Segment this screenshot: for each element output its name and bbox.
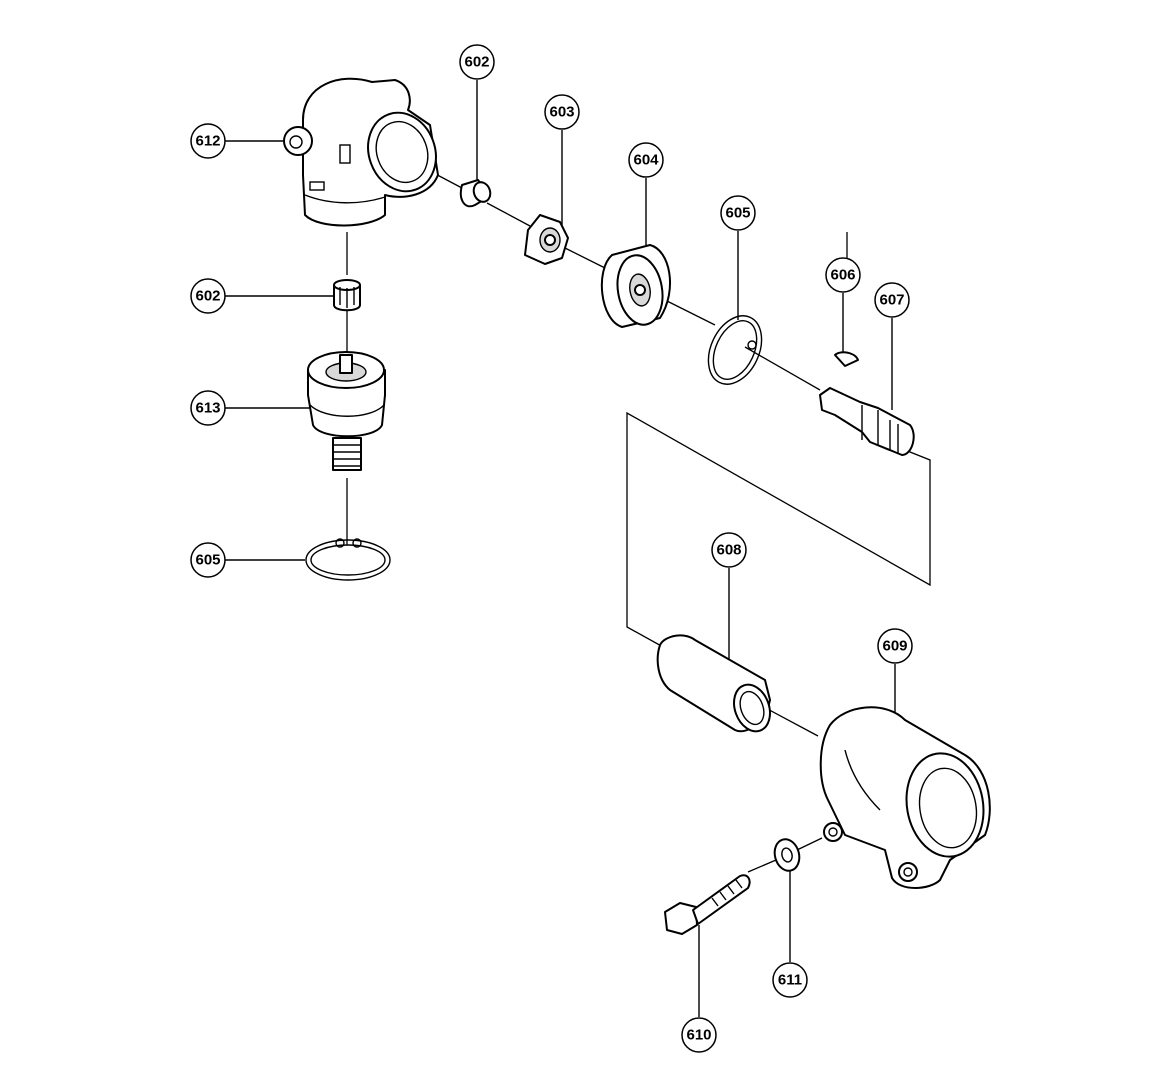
callout-label: 607 [879,292,904,309]
callout-609: 609 [877,628,913,664]
retaining-ring-lower-part [305,538,391,581]
bevel-gear-part [524,214,569,265]
retaining-ring-upper-part [707,315,763,385]
callout-607: 607 [874,282,910,318]
callout-label: 603 [549,104,574,121]
callout-label: 602 [195,288,220,305]
spindle-part [819,387,915,456]
clamp-housing-part [819,706,991,889]
gear-housing-part [283,77,439,227]
callout-612: 612 [190,123,226,159]
callout-label: 606 [830,267,855,284]
callout-606: 606 [825,257,861,293]
callout-605-upper: 605 [720,195,756,231]
callout-602-upper: 602 [459,44,495,80]
callout-604: 604 [628,142,664,178]
callout-label: 605 [195,552,220,569]
leader-lines [225,80,896,1017]
washer-part [773,838,801,872]
gear-shaft-part [307,351,386,471]
callout-label: 609 [882,638,907,655]
callout-611: 611 [772,962,808,998]
callout-603: 603 [544,94,580,130]
callout-label: 613 [195,400,220,417]
bolt-part [664,874,751,935]
callout-613: 613 [190,390,226,426]
callout-label: 602 [464,54,489,71]
callout-label: 611 [778,972,802,989]
callout-label: 610 [686,1027,711,1044]
sleeve-part [656,634,771,733]
callout-label: 608 [716,542,741,559]
ball-bearing-part [600,244,672,328]
callout-602-lower: 602 [190,278,226,314]
woodruff-key-part [834,351,859,367]
callout-label: 612 [195,133,220,150]
callout-605-lower: 605 [190,542,226,578]
needle-bearing-lower-part [333,279,361,312]
callout-610: 610 [681,1017,717,1053]
callout-label: 605 [725,205,750,222]
needle-bearing-upper-part [459,179,492,208]
callout-608: 608 [711,532,747,568]
callout-label: 604 [633,152,659,169]
